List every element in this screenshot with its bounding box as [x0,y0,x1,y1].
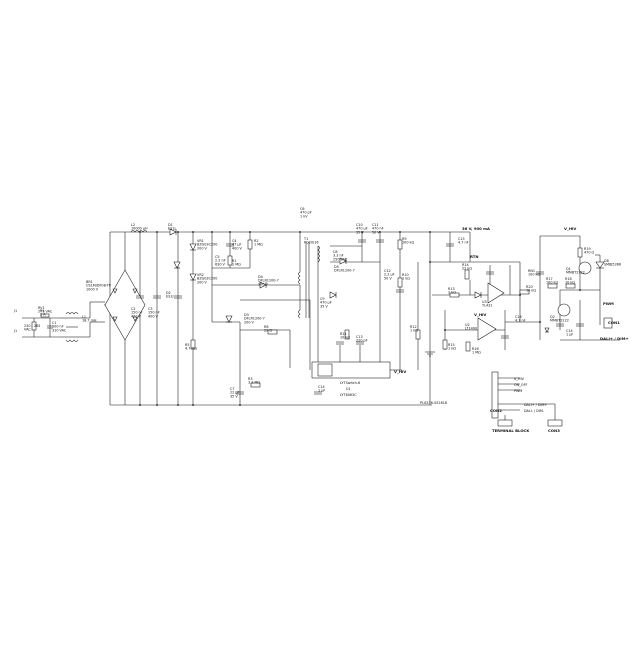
pwm-label: PWM [603,301,614,306]
tb-pin-5: DALI+ / DIM+ [524,403,547,407]
wiring [22,231,620,420]
tb-pin-6: DALI- / DIM- [524,409,545,413]
dali-label: DALI+ / DIM+ [600,336,629,341]
tb-pin-2: ON_OFF [514,383,528,387]
v-hiv-label-top: V_HIV [564,226,576,231]
v-hiv-label-u1: V_HIV [394,369,406,374]
terminal-block-label: TERMINAL BLOCK [492,428,530,433]
tb-pin-1: V_HIV [514,377,525,381]
j1-neutral-label: J1 [13,329,17,333]
conn1-label: CON1 [608,320,620,325]
drawing-id: PI-8376-052818 [420,401,447,405]
net-labels: 36 V, 900 mA RTN V_HIV V_HIV V_HIV PWM C… [394,226,629,433]
u1-part-label: LYT6063C [340,393,357,397]
v-hiv-label-mid: V_HIV [474,312,486,317]
output-voltage-label: 36 V, 900 mA [462,226,490,231]
conn3-label: CON3 [548,428,560,433]
lytswitch-label: LYTSwitch-6 [340,381,360,385]
j1-line-label: J1 [13,309,17,313]
conn2-label: CON2 [490,408,502,413]
component-symbols [31,228,613,427]
tb-pin-3: PWM [514,389,522,393]
output-rtn-label: RTN [470,254,479,259]
u1-ref-label: U1 [346,387,351,391]
